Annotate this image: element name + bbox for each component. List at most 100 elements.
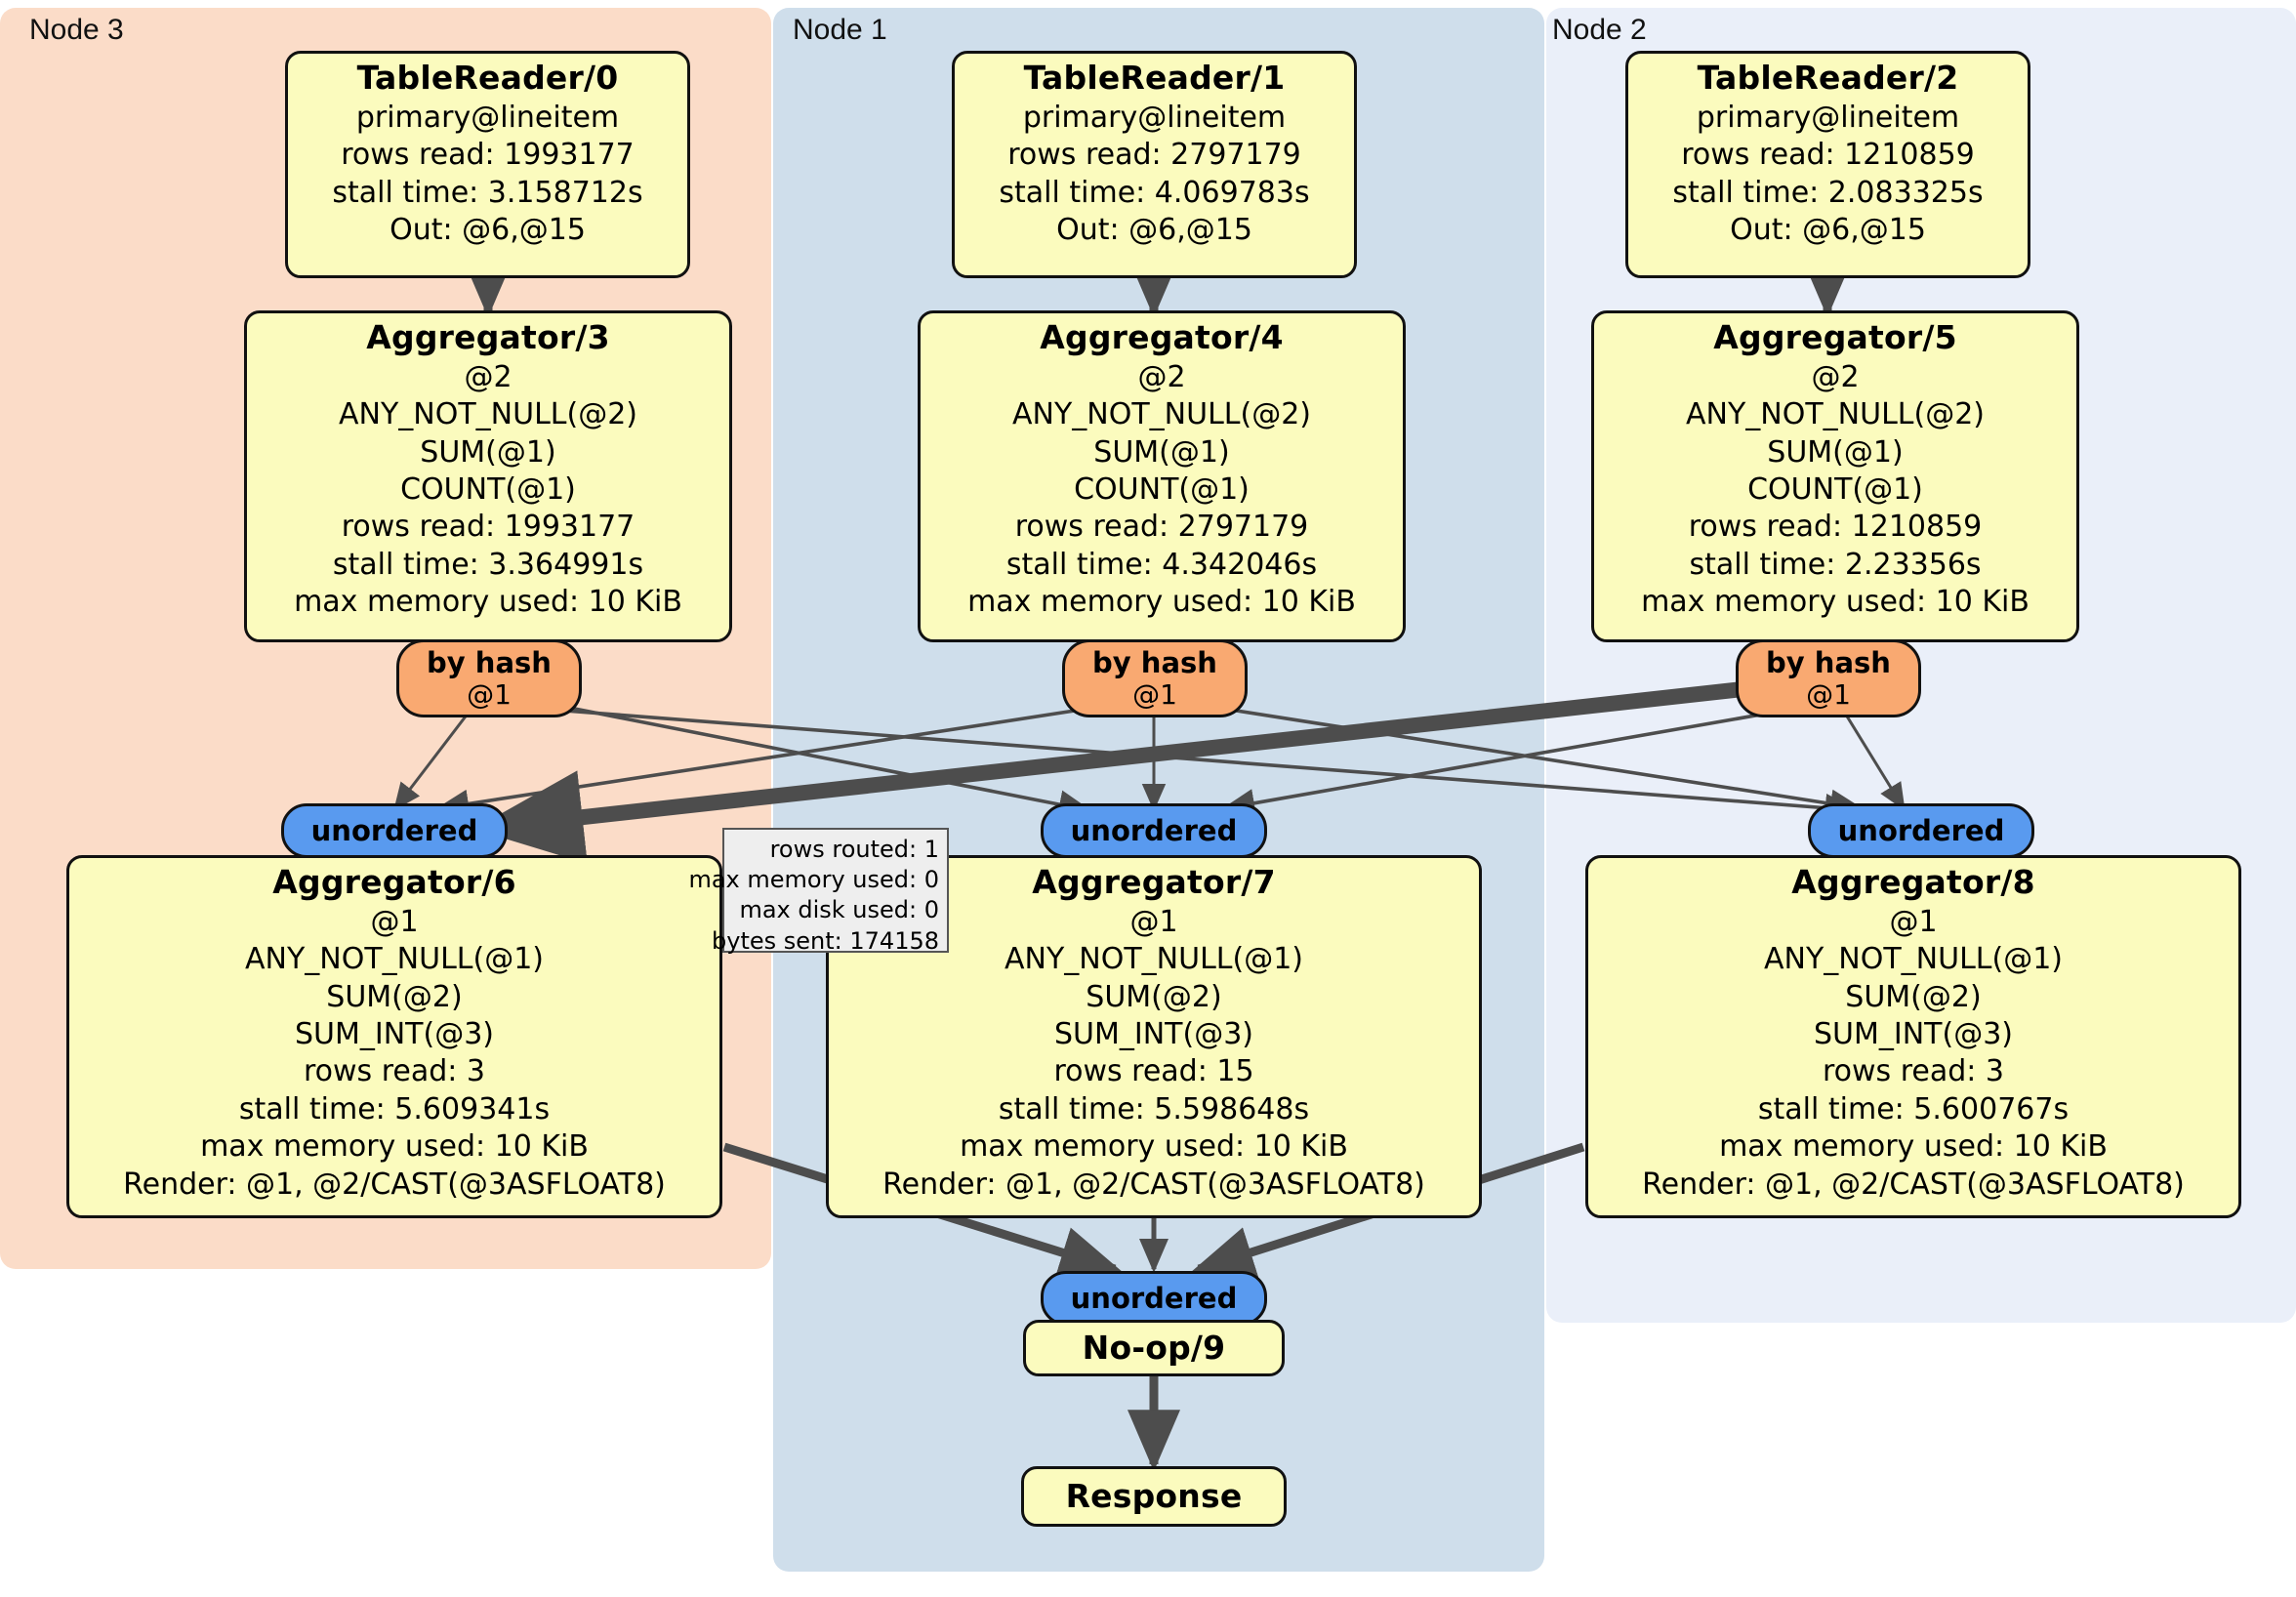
processor-title: No-op/9 [1082,1328,1226,1367]
processor-line: primary@lineitem [355,100,620,135]
router-label: by hash [1092,646,1217,680]
processor-line: ANY_NOT_NULL(@2) [1686,397,1985,432]
processor-line: rows read: 1210859 [1688,510,1983,545]
stream-stats-tooltip: rows routed: 1 max memory used: 0 max di… [688,828,949,955]
processor-line: stall time: 3.158712s [332,175,643,210]
processor-line: stall time: 5.609341s [238,1091,551,1126]
processor-line: SUM(@1) [420,434,556,470]
processor-line: rows read: 1993177 [341,138,635,173]
processor-line: stall time: 5.598648s [998,1091,1310,1126]
router-label: by hash [427,646,552,680]
processor-line: rows read: 1210859 [1681,138,1975,173]
processor-tablereader-1[interactable]: TableReader/1 primary@lineitem rows read… [952,51,1357,278]
processor-line: Out: @6,@15 [1056,213,1252,248]
stats-line: max disk used: 0 [739,896,939,924]
processor-line: stall time: 5.600767s [1757,1091,2070,1126]
processor-aggregator-4[interactable]: Aggregator/4 @2 ANY_NOT_NULL(@2) SUM(@1)… [918,310,1406,642]
processor-line: @1 [1129,904,1178,939]
processor-title: Aggregator/4 [1040,318,1284,356]
processor-line: @1 [1889,904,1938,939]
processor-title: Aggregator/5 [1713,318,1957,356]
stats-line: rows routed: 1 [769,836,939,863]
processor-line: rows read: 15 [1053,1054,1254,1089]
processor-line: max memory used: 10 KiB [960,1129,1348,1165]
processor-line: COUNT(@1) [1074,472,1250,508]
router-label: by hash [1766,646,1891,680]
processor-line: SUM_INT(@3) [1054,1017,1253,1052]
router-by-hash-node2[interactable]: by hash @1 [1736,639,1921,717]
router-unordered-node2[interactable]: unordered [1808,803,2034,858]
processor-line: SUM(@2) [326,979,463,1014]
processor-line: rows read: 3 [303,1054,486,1089]
processor-line: @1 [370,904,419,939]
processor-line: Out: @6,@15 [390,213,586,248]
processor-title: TableReader/2 [1697,59,1959,97]
router-column: @1 [1806,677,1851,711]
processor-line: stall time: 3.364991s [332,547,644,582]
processor-line: ANY_NOT_NULL(@1) [245,942,544,977]
processor-line: SUM(@2) [1086,979,1222,1014]
router-column: @1 [467,677,512,711]
stats-line: bytes sent: 174158 [712,926,939,955]
processor-aggregator-6[interactable]: Aggregator/6 @1 ANY_NOT_NULL(@1) SUM(@2)… [66,855,722,1218]
router-by-hash-node3[interactable]: by hash @1 [396,639,582,717]
processor-line: stall time: 2.23356s [1689,547,1982,582]
processor-tablereader-0[interactable]: TableReader/0 primary@lineitem rows read… [285,51,690,278]
processor-line: @2 [1811,359,1860,394]
processor-line: stall time: 4.342046s [1005,547,1318,582]
processor-title: TableReader/0 [356,59,619,97]
router-label: unordered [1070,1281,1238,1315]
router-column: @1 [1132,677,1177,711]
router-unordered-node3[interactable]: unordered [281,803,508,858]
processor-line: max memory used: 10 KiB [294,585,682,620]
processor-title: TableReader/1 [1023,59,1286,97]
processor-line: rows read: 1993177 [341,510,636,545]
processor-line: SUM(@1) [1093,434,1230,470]
processor-line: rows read: 2797179 [1007,138,1301,173]
router-label: unordered [1837,813,2005,847]
processor-line: Render: @1, @2/CAST(@3ASFLOAT8) [1642,1167,2185,1202]
processor-line: ANY_NOT_NULL(@2) [1012,397,1311,432]
processor-line: ANY_NOT_NULL(@1) [1004,942,1303,977]
processor-line: ANY_NOT_NULL(@2) [339,397,637,432]
processor-line: max memory used: 10 KiB [1719,1129,2108,1165]
router-by-hash-node1[interactable]: by hash @1 [1062,639,1248,717]
processor-line: SUM(@2) [1845,979,1982,1014]
processor-line: stall time: 2.083325s [1672,175,1984,210]
cluster-label-node1: Node 1 [793,14,887,46]
processor-line: COUNT(@1) [400,472,576,508]
router-unordered-final[interactable]: unordered [1041,1271,1267,1326]
processor-aggregator-3[interactable]: Aggregator/3 @2 ANY_NOT_NULL(@2) SUM(@1)… [244,310,732,642]
processor-line: primary@lineitem [1022,100,1287,135]
processor-line: max memory used: 10 KiB [967,585,1356,620]
processor-aggregator-5[interactable]: Aggregator/5 @2 ANY_NOT_NULL(@2) SUM(@1)… [1591,310,2079,642]
processor-line: @2 [464,359,512,394]
processor-line: rows read: 2797179 [1014,510,1309,545]
processor-line: SUM_INT(@3) [295,1017,494,1052]
processor-noop-9[interactable]: No-op/9 [1023,1320,1285,1376]
processor-title: Aggregator/7 [1032,863,1276,901]
processor-line: SUM(@1) [1767,434,1904,470]
processor-title: Aggregator/6 [272,863,516,901]
processor-line: ANY_NOT_NULL(@1) [1764,942,2063,977]
processor-line: COUNT(@1) [1747,472,1923,508]
processor-line: stall time: 4.069783s [999,175,1310,210]
processor-line: SUM_INT(@3) [1814,1017,2013,1052]
processor-tablereader-2[interactable]: TableReader/2 primary@lineitem rows read… [1625,51,2030,278]
router-label: unordered [1070,813,1238,847]
processor-line: primary@lineitem [1696,100,1960,135]
router-label: unordered [310,813,478,847]
processor-title: Response [1065,1476,1243,1515]
processor-line: Out: @6,@15 [1730,213,1926,248]
router-unordered-node1[interactable]: unordered [1041,803,1267,858]
processor-line: @2 [1137,359,1186,394]
stats-line: max memory used: 0 [688,866,939,894]
cluster-label-node2: Node 2 [1552,14,1647,46]
processor-line: Render: @1, @2/CAST(@3ASFLOAT8) [882,1167,1425,1202]
processor-title: Aggregator/8 [1791,863,2035,901]
processor-title: Aggregator/3 [366,318,610,356]
processor-response[interactable]: Response [1021,1466,1287,1527]
processor-line: rows read: 3 [1822,1054,2005,1089]
processor-aggregator-8[interactable]: Aggregator/8 @1 ANY_NOT_NULL(@1) SUM(@2)… [1585,855,2241,1218]
